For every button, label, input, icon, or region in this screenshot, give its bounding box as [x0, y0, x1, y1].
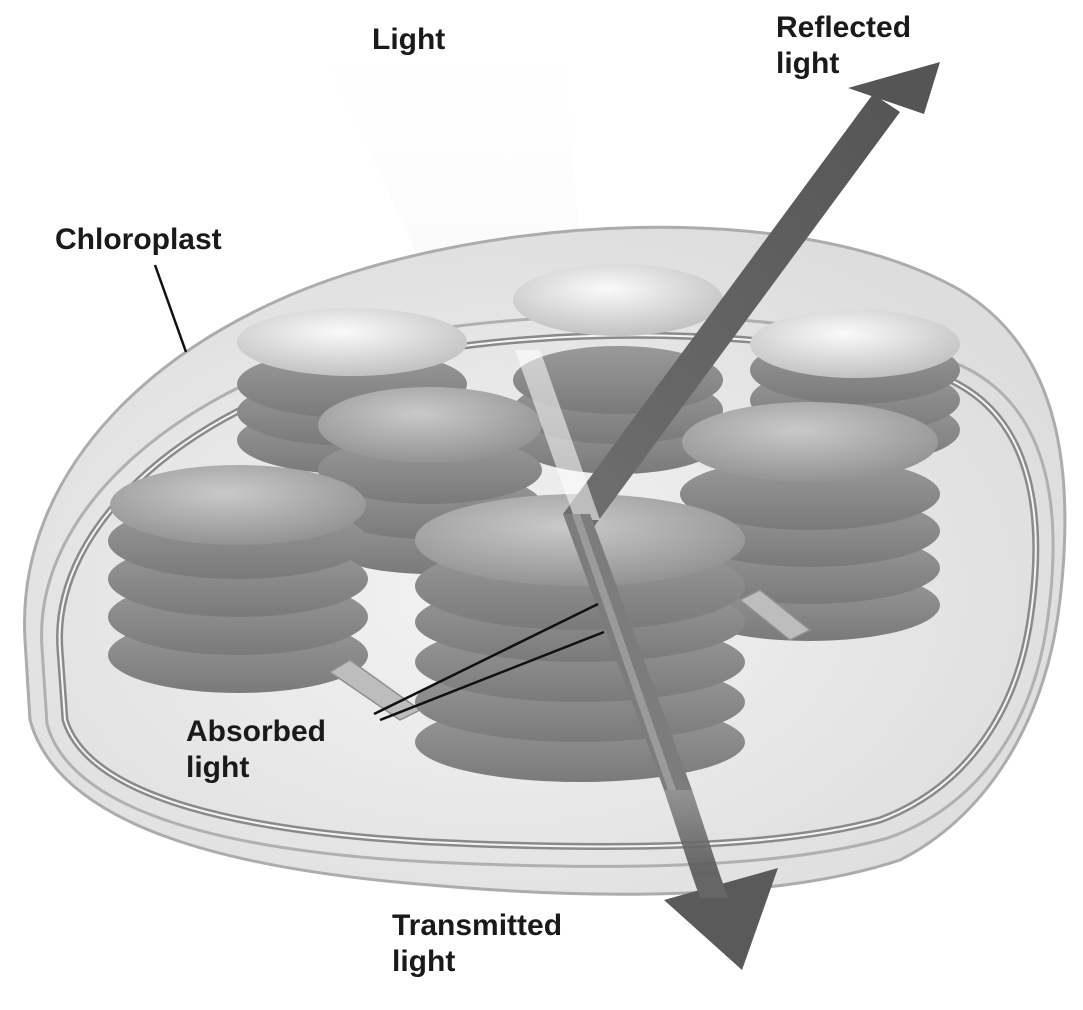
absorbed-light-label-line-2: light	[186, 750, 326, 786]
chloroplast-label: Chloroplast	[55, 222, 222, 258]
granum-stack-front-left	[108, 465, 368, 693]
light-label: Light	[372, 22, 445, 58]
absorbed-light-label-line-1: Absorbed	[186, 714, 326, 750]
transmitted-light-label: Transmitted light	[392, 908, 562, 980]
chloroplast-leader-line	[155, 265, 186, 352]
reflected-light-label-line-2: light	[776, 46, 911, 82]
transmitted-light-label-line-2: light	[392, 944, 562, 980]
absorbed-light-label: Absorbed light	[186, 714, 326, 786]
light-label-text: Light	[372, 22, 445, 58]
chloroplast-label-text: Chloroplast	[55, 222, 222, 258]
reflected-light-label: Reflected light	[776, 10, 911, 82]
transmitted-light-label-line-1: Transmitted	[392, 908, 562, 944]
reflected-light-label-line-1: Reflected	[776, 10, 911, 46]
